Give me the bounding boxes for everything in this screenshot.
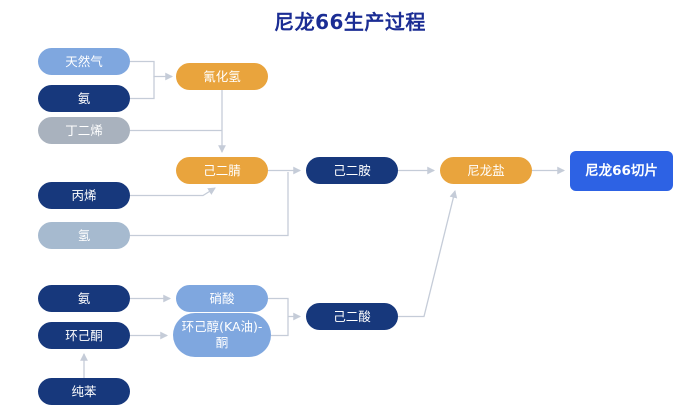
node-adiponitrile: 己二腈: [176, 157, 268, 184]
connector-line: [268, 297, 302, 321]
node-nitric-acid: 硝酸: [176, 285, 268, 312]
node-benzene: 纯苯: [38, 378, 130, 405]
connector-line: [398, 189, 458, 318]
connector-line: [271, 317, 289, 337]
node-cyclohexanone: 环己酮: [38, 322, 130, 349]
node-ka-oil: 环己醇(KA油)-酮: [173, 313, 271, 357]
node-nylon-salt: 尼龙盐: [440, 157, 532, 184]
node-hydrogen-cyanide: 氰化氢: [176, 63, 268, 90]
node-ammonia-top: 氨: [38, 85, 130, 112]
connector-line: [130, 76, 155, 100]
connector-line: [130, 172, 289, 237]
node-butadiene: 丁二烯: [38, 117, 130, 144]
node-hydrogen: 氢: [38, 222, 130, 249]
node-ammonia-bottom: 氨: [38, 285, 130, 312]
page-title: 尼龙66生产过程: [274, 10, 426, 34]
node-natural-gas: 天然气: [38, 48, 130, 75]
node-adipic-acid: 己二酸: [306, 303, 398, 330]
node-nylon66-chips: 尼龙66切片: [570, 151, 673, 191]
connector-line: [130, 187, 216, 197]
connector-line: [130, 60, 174, 81]
node-hexamethylene-diamine: 己二胺: [306, 157, 398, 184]
node-propylene: 丙烯: [38, 182, 130, 209]
